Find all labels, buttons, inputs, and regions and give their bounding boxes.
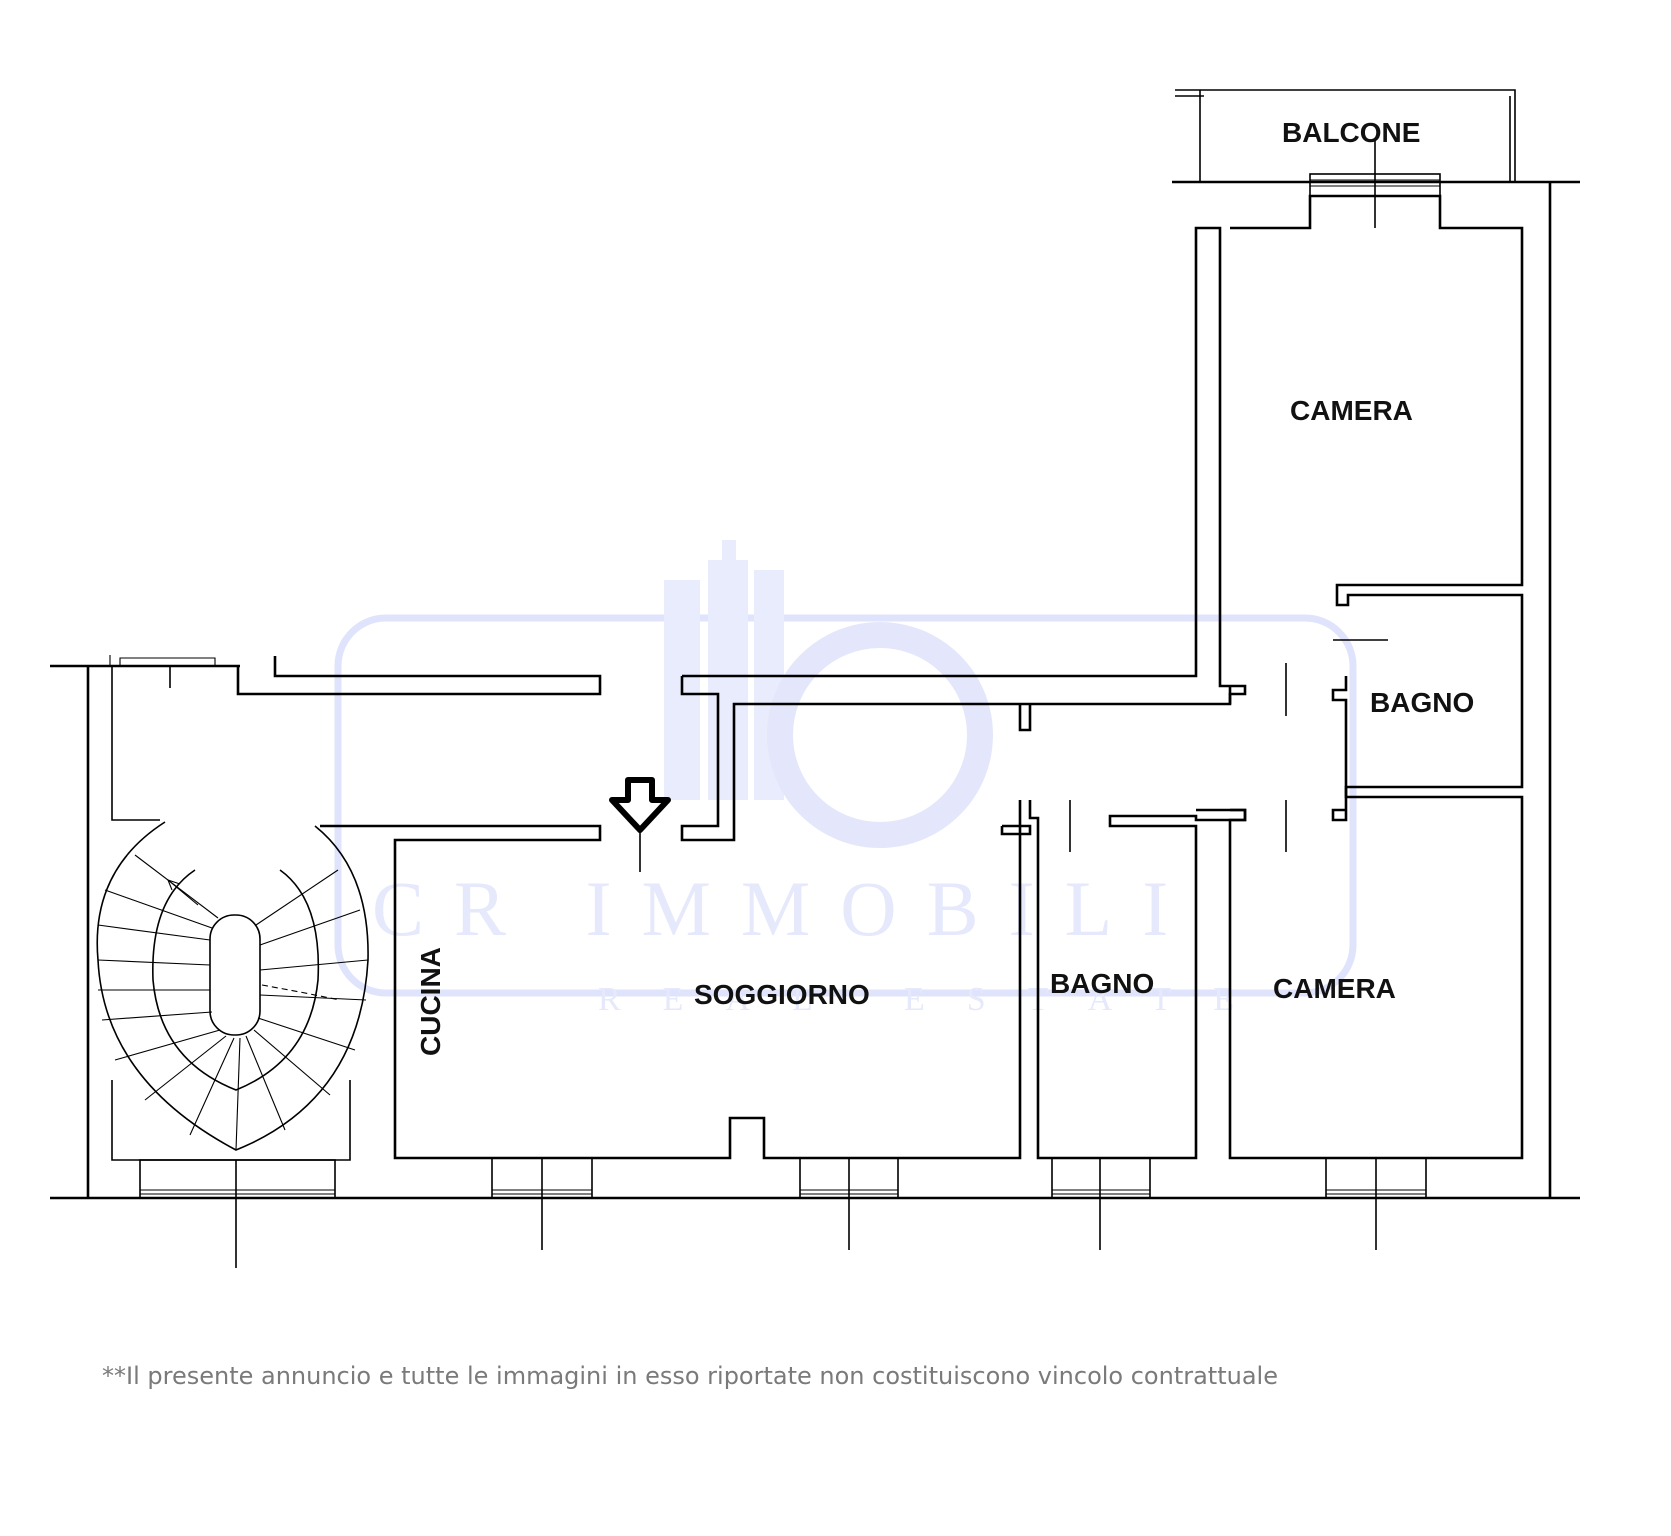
spiral-staircase <box>96 821 369 1151</box>
window-stair <box>139 1159 336 1268</box>
room-label-bagno-center: BAGNO <box>1050 968 1154 999</box>
entrance-arrow-icon <box>609 777 671 833</box>
disclaimer-text: **Il presente annuncio e tutte le immagi… <box>102 1362 1278 1390</box>
window-balcony <box>1309 173 1441 197</box>
window-bagno <box>1051 1157 1151 1250</box>
room-label-cucina: CUCINA <box>415 947 446 1056</box>
watermark-brand: CR IMMOBILI <box>372 865 1198 952</box>
room-label-soggiorno: SOGGIORNO <box>694 979 870 1010</box>
window-soggiorno-left <box>491 1157 593 1250</box>
windows <box>139 173 1441 1268</box>
watermark-frame <box>334 614 1357 997</box>
room-label-bagno-right: BAGNO <box>1370 687 1474 718</box>
door-marks <box>109 140 1388 872</box>
room-label-camera-top: CAMERA <box>1290 395 1413 426</box>
watermark-c-ring <box>767 622 993 848</box>
watermark-tagline: REAL ESTATE <box>598 981 1276 1018</box>
window-camera <box>1325 1157 1427 1250</box>
room-label-camera-bottom: CAMERA <box>1273 973 1396 1004</box>
window-soggiorno-right <box>799 1157 899 1250</box>
watermark: CR IMMOBILI REAL ESTATE <box>334 540 1357 1018</box>
room-label-balcone: BALCONE <box>1282 117 1420 148</box>
watermark-skyline-icon <box>664 540 784 800</box>
